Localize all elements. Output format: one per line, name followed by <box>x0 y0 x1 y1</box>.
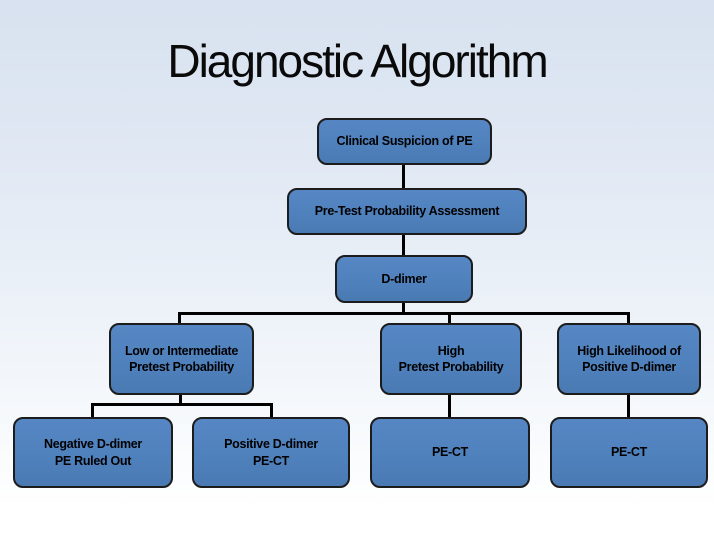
connector-lowint-branch-bar <box>91 403 273 406</box>
node-label-line1: Low or Intermediate <box>124 343 239 358</box>
connector-clinical-pretest <box>402 164 405 190</box>
connector-branch-high-pretest <box>448 312 451 325</box>
node-label-line2: Positive D-dimer <box>582 360 676 374</box>
connector-highlikelihood-pect <box>627 393 630 419</box>
node-pect-after-high-pretest: PE-CT <box>370 417 530 488</box>
node-label: PE-CT <box>431 445 468 460</box>
connector-lowint-stem <box>179 393 182 406</box>
node-label-line2: Pretest Probability <box>398 360 504 374</box>
node-high-likelihood-positive-ddimer: High Likelihood of Positive D-dimer <box>557 323 701 395</box>
connector-pretest-ddimer <box>402 233 405 257</box>
node-label-line1: High <box>437 343 465 358</box>
node-label: D-dimer <box>381 271 427 286</box>
connector-branch-low-intermediate <box>178 312 181 325</box>
connector-branch-negative-ddimer <box>91 403 94 419</box>
node-ddimer: D-dimer <box>335 255 473 303</box>
node-pretest-probability-assessment: Pre-Test Probability Assessment <box>287 188 527 235</box>
node-label-line1: High Likelihood of <box>577 343 681 358</box>
node-pect-after-high-likelihood: PE-CT <box>550 417 708 488</box>
node-label-line1: Positive D-dimer <box>224 437 318 452</box>
node-label: PE-CT <box>610 445 647 460</box>
node-label-line2: PE Ruled Out <box>54 453 132 468</box>
connector-ddimer-stem <box>402 301 405 315</box>
node-negative-ddimer-pe-ruled-out: Negative D-dimer PE Ruled Out <box>13 417 173 488</box>
page-title: Diagnostic Algorithm <box>167 35 548 87</box>
node-label-line1: Negative D-dimer <box>43 437 142 452</box>
node-label-line2: PE-CT <box>252 453 289 468</box>
connector-branch-high-likelihood <box>627 312 630 325</box>
connector-branch-positive-ddimer <box>270 403 273 419</box>
connector-ddimer-branch-bar <box>178 312 630 315</box>
node-low-or-intermediate-pretest: Low or Intermediate Pretest Probability <box>109 323 254 395</box>
connector-highpretest-pect <box>448 393 451 419</box>
node-label: Clinical Suspicion of PE <box>336 134 473 149</box>
node-high-pretest-probability: High Pretest Probability <box>380 323 522 395</box>
node-positive-ddimer-pect: Positive D-dimer PE-CT <box>192 417 350 488</box>
node-clinical-suspicion: Clinical Suspicion of PE <box>317 118 492 165</box>
node-label-line2: Pretest Probability <box>129 360 234 374</box>
node-label: Pre-Test Probability Assessment <box>314 204 500 219</box>
